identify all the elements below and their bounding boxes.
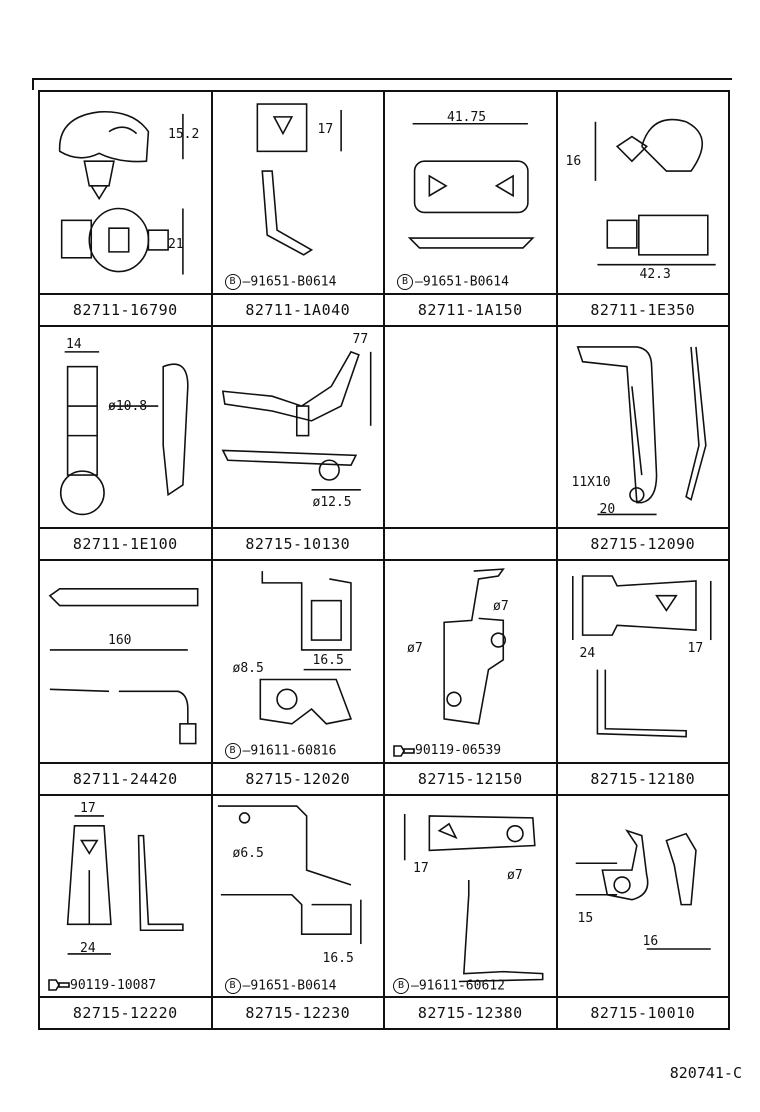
sub-part-number: 90119-10087 <box>70 977 157 993</box>
frame-top-line <box>32 78 732 90</box>
dimension-label: 14 <box>66 336 82 352</box>
part-cell-1[interactable]: 15.2 21 82711-16790 <box>40 92 213 327</box>
stay-drawing <box>403 813 544 982</box>
part-number[interactable]: 82715-12150 <box>385 761 556 794</box>
strap-drawing <box>576 345 707 515</box>
dimension-label: 24 <box>579 646 596 661</box>
dimension-label: ø7 <box>507 867 523 883</box>
sub-part-label: 90119-10087 <box>48 978 156 993</box>
parts-grid: 15.2 21 82711-16790 17 B—91651-B0614 827… <box>38 90 730 1030</box>
part-number[interactable]: 82715-10130 <box>212 527 383 559</box>
holder-drawing <box>59 350 189 515</box>
clamp-drawing <box>594 118 716 266</box>
dimension-label: 16.5 <box>322 950 354 966</box>
part-cell-10[interactable]: 16.5 ø8.5 B—91611-60816 82715-12020 <box>212 561 385 796</box>
dimension-label: 16 <box>565 154 582 169</box>
part-number[interactable]: 82711-16790 <box>40 292 211 325</box>
dimension-label: 15 <box>577 910 594 926</box>
part-number[interactable]: 82715-12230 <box>212 996 383 1028</box>
dimension-label: 21 <box>168 237 184 252</box>
dimension-label: 24 <box>80 940 96 956</box>
part-number[interactable]: 82715-12380 <box>385 996 556 1028</box>
diagram-code: 820741-C <box>669 1064 742 1082</box>
part-number[interactable]: 82711-1E100 <box>40 527 211 559</box>
clamp-plate-drawing <box>259 571 352 725</box>
part-number[interactable]: 82715-10010 <box>557 996 728 1028</box>
dimension-label: 160 <box>108 633 132 648</box>
part-cell-15[interactable]: 17 ø7 B—91611-60612 82715-12380 <box>385 795 558 1030</box>
sub-part-number: 91651-B0614 <box>250 978 337 993</box>
long-bracket-drawing <box>221 350 371 491</box>
dimension-label: 15.2 <box>168 127 200 142</box>
dimension-label: 16 <box>642 933 659 949</box>
sub-part-label: 90119-06539 <box>393 743 501 758</box>
part-cell-14[interactable]: ø6.5 16.5 B—91651-B0614 82715-12230 <box>212 795 385 1030</box>
sub-part-label: B—91651-B0614 <box>224 274 337 290</box>
part-cell-6[interactable]: 77 ø12.5 82715-10130 <box>212 326 385 561</box>
sub-part-label: B—91611-60816 <box>224 743 337 759</box>
hex-bolt-icon <box>393 744 415 757</box>
part-cell-11[interactable]: ø7 ø7 90119-06539 82715-12150 <box>385 561 558 796</box>
part-number[interactable]: 82711-1A040 <box>212 292 383 325</box>
sub-part-label: B—91651-B0614 <box>224 977 337 994</box>
dimension-label: ø10.8 <box>108 398 148 414</box>
b-circle-icon: B <box>224 274 241 290</box>
dimension-label: 42.3 <box>639 267 671 282</box>
part-number[interactable]: 82715-12020 <box>212 761 383 794</box>
part-number[interactable]: 82715-12220 <box>40 996 211 1028</box>
sub-part-number: 91611-60612 <box>418 978 505 993</box>
dimension-label: ø6.5 <box>232 845 264 861</box>
dimension-label: ø7 <box>407 641 423 656</box>
part-number <box>385 527 556 559</box>
sub-part-label: B—91611-60612 <box>393 977 505 994</box>
dimension-label: 20 <box>599 501 616 517</box>
part-number[interactable]: 82711-24420 <box>40 761 211 794</box>
dimension-label: 77 <box>352 331 369 347</box>
dimension-label: ø8.5 <box>232 661 264 676</box>
tapered-clip-drawing <box>66 814 184 955</box>
part-number[interactable]: 82711-1E350 <box>557 292 728 325</box>
dimension-label: ø7 <box>493 599 509 614</box>
dimension-label: 17 <box>687 641 704 656</box>
dimension-label: 17 <box>317 122 334 137</box>
sub-part-number: 91651-B0614 <box>422 274 509 290</box>
b-circle-icon: B <box>397 274 413 290</box>
part-number[interactable]: 82715-12180 <box>557 761 728 794</box>
b-circle-icon: B <box>224 977 241 994</box>
bent-bracket-drawing <box>443 568 507 725</box>
z-bracket-drawing <box>217 804 362 944</box>
part-cell-12[interactable]: 24 17 82715-12180 <box>557 561 730 796</box>
dimension-label: 16.5 <box>312 653 344 668</box>
b-circle-icon: B <box>393 977 409 994</box>
hex-bolt-icon <box>48 979 70 991</box>
dimension-label: 41.75 <box>447 110 487 125</box>
part-cell-13[interactable]: 17 24 90119-10087 82715-12220 <box>40 795 213 1030</box>
clip-drawing <box>58 111 184 275</box>
part-cell-9[interactable]: 160 82711-24420 <box>40 561 213 796</box>
part-cell-2[interactable]: 17 B—91651-B0614 82711-1A040 <box>212 92 385 327</box>
dimension-label: 17 <box>413 860 429 876</box>
dimension-label: 17 <box>80 800 96 816</box>
sub-part-number: 91651-B0614 <box>250 274 337 290</box>
dimension-label: 11X10 <box>571 474 611 490</box>
plate-drawing <box>407 122 535 249</box>
bracket-drawing <box>256 103 342 256</box>
part-cell-7-empty <box>385 326 558 561</box>
part-cell-3[interactable]: 41.75 B—91651-B0614 82711-1A150 <box>385 92 558 327</box>
part-number[interactable]: 82711-1A150 <box>385 292 556 325</box>
dimension-label: ø12.5 <box>312 494 352 510</box>
part-cell-16[interactable]: 15 16 82715-10010 <box>557 795 730 1030</box>
part-cell-4[interactable]: 16 42.3 82711-1E350 <box>557 92 730 327</box>
sub-part-label: B—91651-B0614 <box>397 274 509 290</box>
tie-band-drawing <box>48 588 199 745</box>
flat-strap-drawing <box>571 575 712 738</box>
part-number[interactable]: 82715-12090 <box>557 527 728 559</box>
part-cell-8[interactable]: 11X10 20 82715-12090 <box>557 326 730 561</box>
sub-part-number: 91611-60816 <box>250 743 337 759</box>
b-circle-icon: B <box>224 743 241 759</box>
part-cell-5[interactable]: 14 ø10.8 82711-1E100 <box>40 326 213 561</box>
tab-clip-drawing <box>575 828 711 950</box>
sub-part-number: 90119-06539 <box>415 743 502 758</box>
